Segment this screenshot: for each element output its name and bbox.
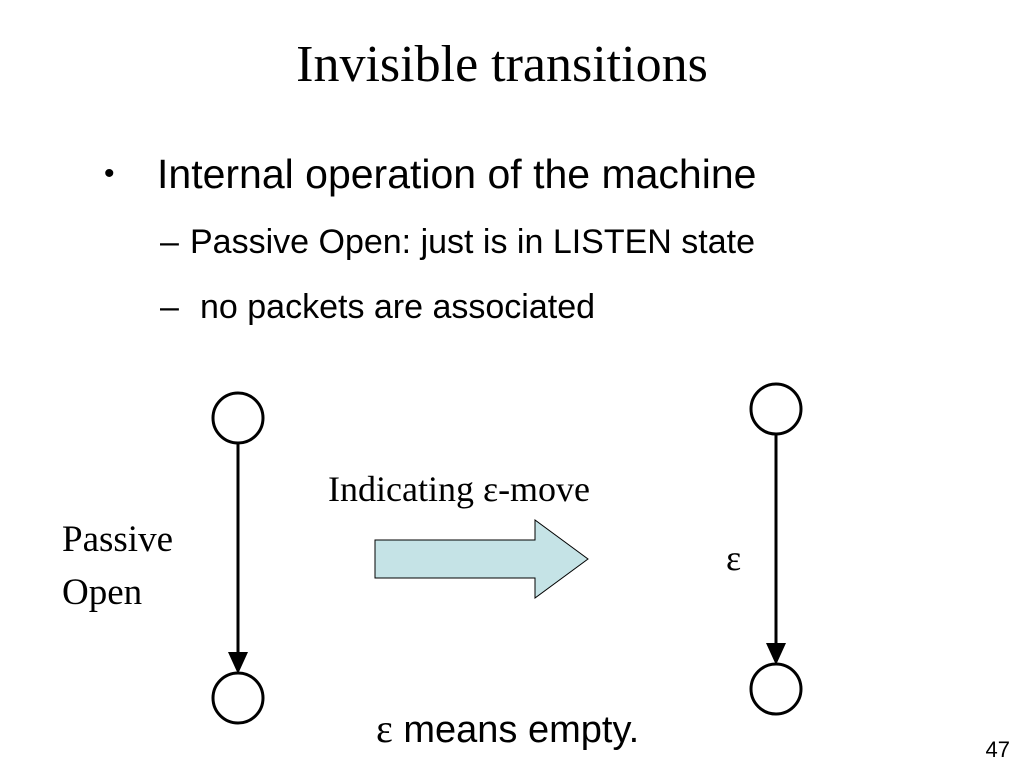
left-transition-label-line2: Open	[62, 572, 143, 613]
sub-bullet-marker: –	[160, 223, 179, 261]
left-transition-label-line1: Passive	[62, 519, 173, 560]
left-state-bottom	[211, 671, 265, 725]
right-state-top	[749, 382, 803, 436]
page-number: 47	[985, 737, 1010, 762]
bullet-marker: •	[104, 157, 115, 190]
right-transition-label: ε	[726, 538, 742, 578]
sub-bullet-no-packets: no packets are associated	[200, 288, 596, 326]
block-arrow	[374, 519, 589, 599]
right-transition-arrowhead	[766, 643, 786, 665]
footnote: ε means empty.	[376, 704, 639, 755]
bullet-level1: Internal operation of the machine	[157, 151, 757, 197]
slide-title: Invisible transitions	[296, 36, 708, 93]
footnote-epsilon: ε	[376, 706, 393, 751]
arrow-caption: Indicating ε-move	[328, 469, 591, 509]
sub-bullet-marker: –	[160, 288, 179, 326]
sub-bullet-passive-open: Passive Open: just is in LISTEN state	[190, 223, 756, 261]
footnote-text: means empty.	[392, 709, 640, 751]
right-state-bottom	[749, 662, 803, 716]
left-state-top	[211, 391, 265, 445]
left-transition-arrowhead	[228, 652, 248, 674]
